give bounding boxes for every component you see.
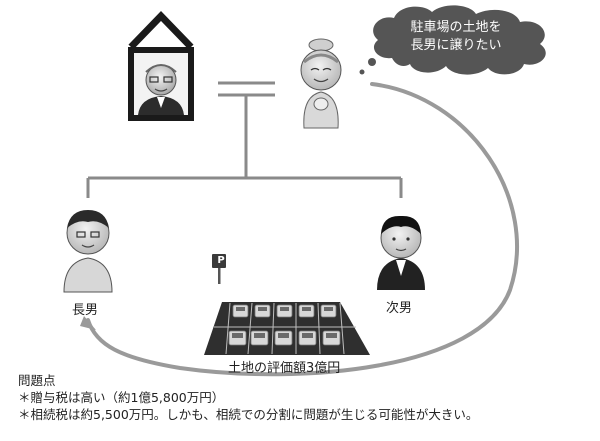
problem-item: ＊贈与税は高い（約1億5,800万円） — [18, 390, 225, 405]
transfer-arrow — [86, 82, 519, 377]
eldest-son-label: 長男 — [72, 303, 99, 318]
transfer-arrowhead — [80, 316, 96, 330]
eldest-son-figure — [63, 210, 113, 293]
second-son-label: 次男 — [386, 301, 413, 316]
mother-figure — [300, 38, 342, 129]
marriage-link — [218, 81, 275, 97]
land-value-caption: 土地の評価額3億円 — [228, 361, 341, 376]
problems-section: 問題点 ＊贈与税は高い（約1億5,800万円） ＊相続税は約5,500万円。しか… — [18, 372, 478, 423]
speech-bubble-text: 駐車場の土地を 長男に譲りたい — [396, 19, 516, 55]
family-tree-lines — [86, 95, 403, 198]
problems-heading: 問題点 — [18, 373, 56, 388]
speech-bubble — [359, 5, 546, 75]
parking-sign-label: P — [217, 255, 225, 266]
speech-line-1: 駐車場の土地を — [410, 20, 502, 35]
memorial-portrait — [128, 10, 194, 121]
second-son-figure — [377, 215, 425, 290]
problem-item: ＊相続税は約5,500万円。しかも、相続での分割に問題が生じる可能性が大きい。 — [18, 407, 479, 422]
speech-line-2: 長男に譲りたい — [410, 38, 502, 53]
parking-lot — [204, 254, 370, 355]
